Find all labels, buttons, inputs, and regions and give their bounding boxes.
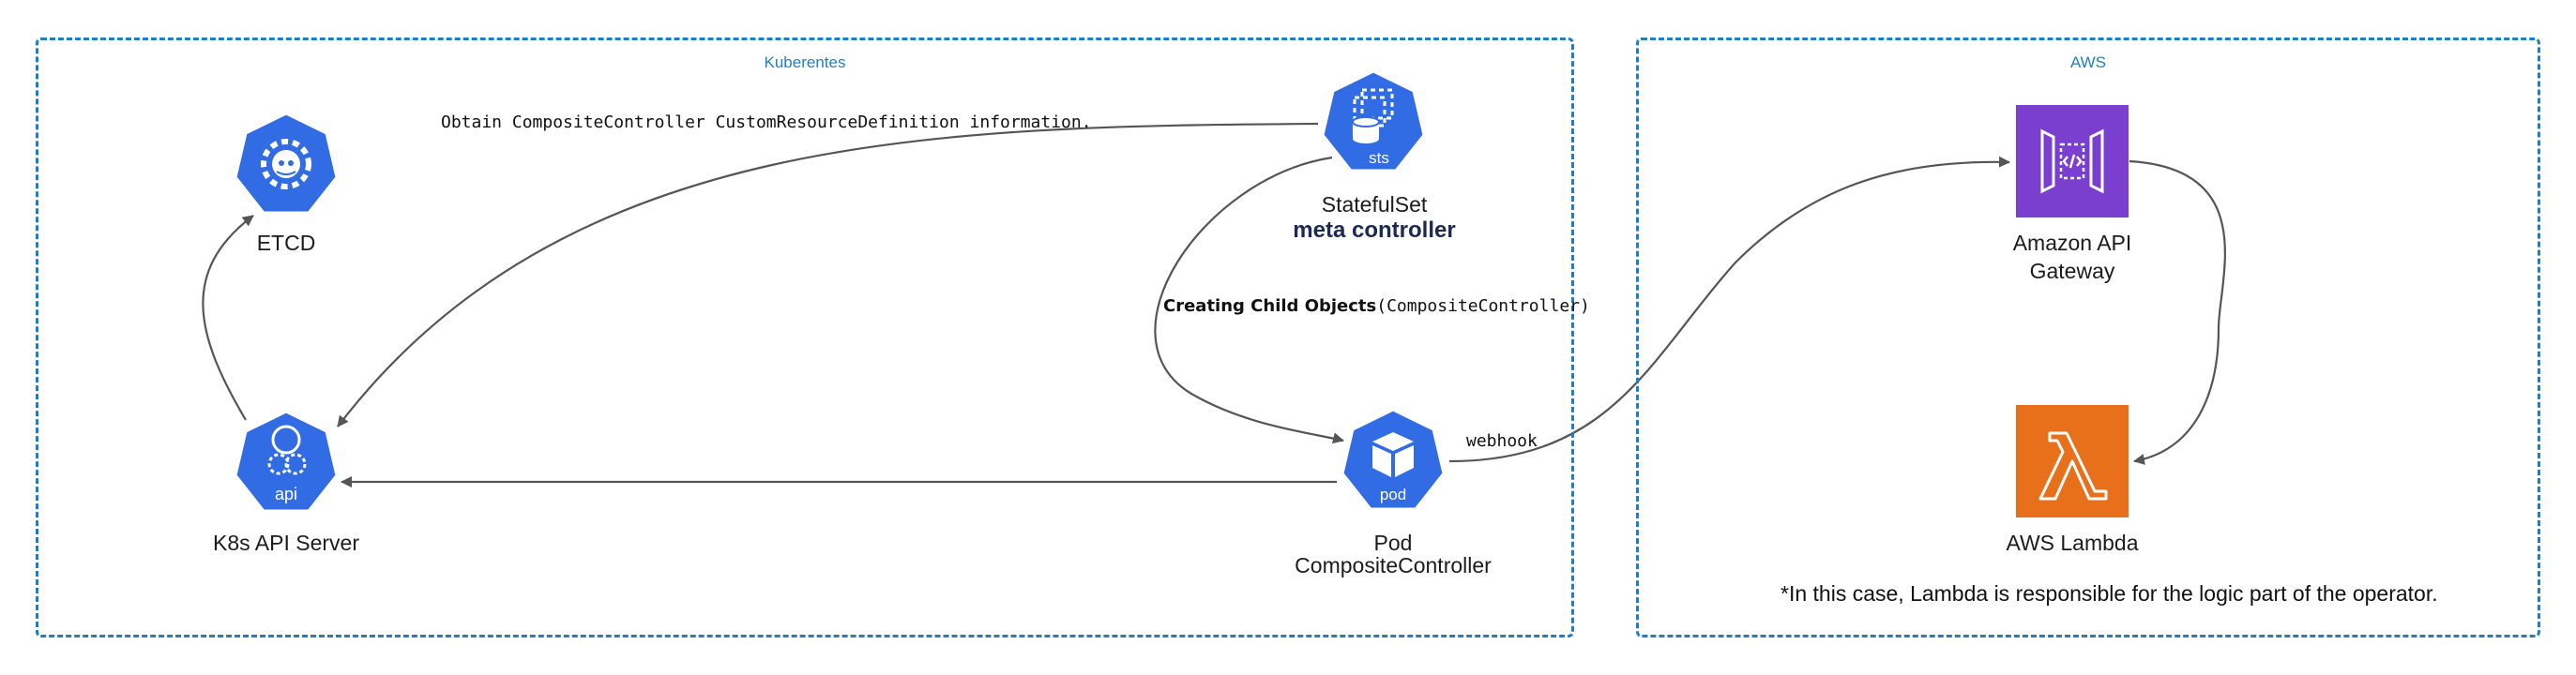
edge-obtain-crd bbox=[337, 122, 1319, 428]
api-gateway-icon bbox=[2040, 128, 2104, 194]
lambda-label: AWS Lambda bbox=[2006, 531, 2139, 555]
api-badge: api bbox=[275, 485, 297, 503]
pod-badge: pod bbox=[1380, 486, 1406, 503]
api-server-label: K8s API Server bbox=[213, 531, 359, 555]
lambda-note: *In this case, Lambda is responsible for… bbox=[1780, 581, 2438, 606]
webhook-label: webhook bbox=[1466, 431, 1538, 451]
api-gateway-label-line1: Amazon API bbox=[2012, 231, 2132, 255]
etcd-node[interactable] bbox=[230, 110, 342, 222]
create-child-label-mono: (CompositeController) bbox=[1376, 296, 1590, 316]
edge-gateway-to-lambda bbox=[2129, 159, 2226, 465]
obtain-crd-label: Obtain CompositeController CustomResourc… bbox=[441, 112, 1092, 132]
api-server-node[interactable]: api bbox=[230, 408, 342, 520]
api-gateway-label-line2: Gateway bbox=[2029, 259, 2115, 283]
kubernetes-group-label: Kuberentes bbox=[764, 53, 846, 71]
pod-label: Pod bbox=[1373, 531, 1413, 555]
pod-sublabel: CompositeController bbox=[1295, 553, 1492, 578]
statefulset-icon: sts bbox=[1321, 69, 1426, 172]
edge-api-to-etcd bbox=[202, 215, 254, 421]
pod-icon: pod bbox=[1341, 408, 1446, 511]
lambda-node[interactable] bbox=[2016, 405, 2129, 518]
lambda-icon bbox=[2038, 431, 2108, 501]
etcd-icon bbox=[234, 112, 339, 215]
edge-webhook bbox=[1448, 156, 2010, 463]
statefulset-label: StatefulSet bbox=[1321, 192, 1428, 217]
etcd-label: ETCD bbox=[256, 231, 316, 255]
edge-create-child bbox=[1154, 156, 1344, 444]
sts-badge: sts bbox=[1369, 149, 1389, 167]
aws-group: AWS bbox=[1636, 38, 2540, 638]
aws-group-label: AWS bbox=[2069, 53, 2107, 71]
api-gateway-node[interactable] bbox=[2016, 105, 2129, 218]
api-server-icon: api bbox=[234, 410, 339, 513]
statefulset-node[interactable]: sts bbox=[1317, 68, 1430, 180]
create-child-label: Creating Child Objects(CompositeControll… bbox=[1163, 296, 1590, 316]
statefulset-sublabel: meta controller bbox=[1293, 218, 1456, 243]
create-child-label-bold: Creating Child Objects bbox=[1163, 296, 1377, 316]
kubernetes-group: Kuberentes bbox=[36, 38, 1574, 638]
pod-node[interactable]: pod bbox=[1337, 406, 1449, 518]
